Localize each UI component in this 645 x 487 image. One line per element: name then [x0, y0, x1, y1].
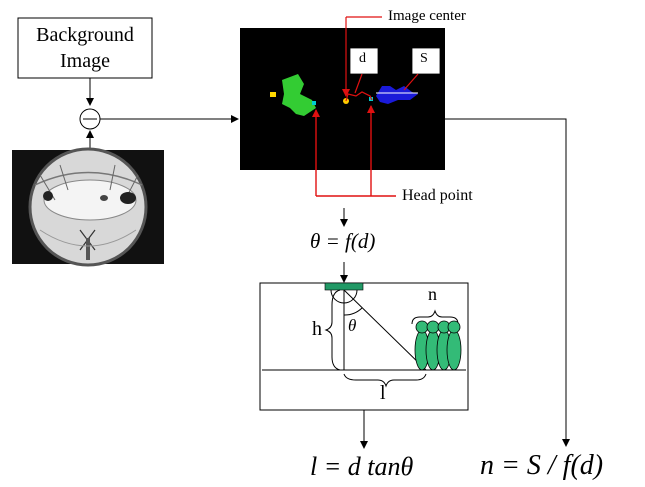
- d-tag-leader: [354, 73, 363, 94]
- s-tag-leader: [403, 73, 419, 91]
- background-image-label: Background Image: [18, 18, 152, 78]
- view-ray: [343, 289, 427, 371]
- theta-equation: θ = f(d): [310, 229, 376, 253]
- s-tag-label: S: [420, 51, 428, 66]
- yellow-marker: [270, 92, 276, 97]
- fisheye-camera-image: [12, 147, 164, 267]
- d-tag-label: d: [359, 51, 366, 66]
- ceiling-camera: [324, 282, 364, 291]
- l-equation: l = d tanθ: [310, 452, 414, 481]
- h-label: h: [312, 318, 322, 340]
- green-blob: [282, 74, 316, 116]
- background-label-line1: Background: [36, 24, 134, 46]
- image-center-label: Image center: [388, 8, 466, 24]
- background-image-box: [17, 17, 153, 79]
- n-equation: n = S / f(d): [480, 450, 604, 481]
- head-point-label: Head point: [402, 187, 473, 204]
- binary-image: [240, 28, 445, 170]
- d-tag-box: [349, 47, 379, 75]
- background-label-line2: Image: [60, 50, 110, 72]
- s-tag-box: [411, 47, 441, 75]
- n-label: n: [428, 284, 437, 304]
- arrow-binary-to-n: [445, 118, 570, 447]
- l-label: l: [380, 382, 386, 404]
- h-brace: [324, 289, 341, 371]
- blue-blob: [376, 86, 418, 104]
- people-group: [414, 320, 462, 371]
- n-brace: [411, 309, 459, 325]
- l-brace: [343, 373, 427, 388]
- theta-label: θ: [348, 316, 357, 335]
- cyan-head-point-left: [312, 101, 316, 105]
- theta-arc: [343, 307, 363, 316]
